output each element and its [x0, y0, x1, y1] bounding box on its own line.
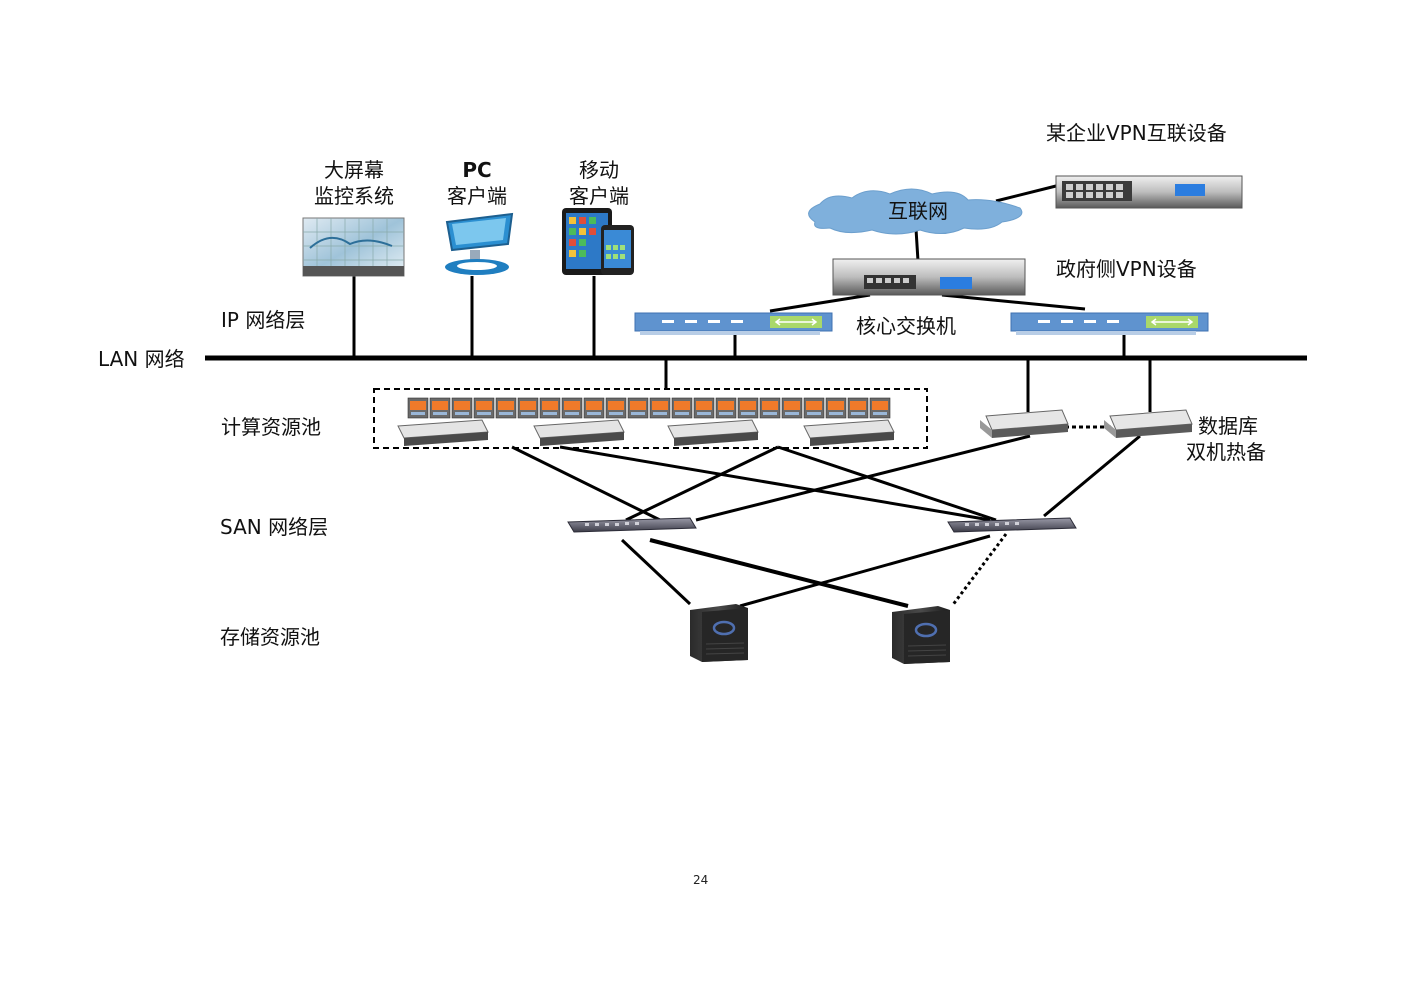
- link-compute-san1-a: [511, 445, 661, 522]
- rack-server-unit: [667, 419, 759, 446]
- blade-unit: [539, 397, 561, 419]
- connection-lines: [205, 184, 1307, 608]
- vpn-appliance-icon: [832, 258, 1026, 296]
- rack-server-icon: [980, 409, 1069, 438]
- link-compute-san1-b: [625, 445, 779, 522]
- storage-pool-label: 存储资源池: [220, 625, 320, 649]
- blade-unit: [561, 397, 583, 419]
- link-internet-govvpn: [914, 228, 920, 262]
- blade-unit: [715, 397, 737, 419]
- blade-unit: [407, 397, 429, 419]
- blade-unit: [429, 397, 451, 419]
- san-layer-label: SAN 网络层: [220, 515, 329, 539]
- storage-array-icon: [690, 604, 748, 662]
- blade-unit: [517, 397, 539, 419]
- core-switch-icon: [634, 312, 833, 335]
- link-db2-san2: [1043, 434, 1141, 518]
- compute-pool-label: 计算资源池: [221, 415, 321, 439]
- blade-unit: [451, 397, 473, 419]
- tablet-phone-icon: [562, 208, 634, 275]
- link-san1-storage1: [620, 538, 692, 606]
- compute-pool-frame: [373, 388, 928, 449]
- pc-label-line1: PC: [462, 158, 492, 182]
- internet-cloud-icon: [808, 188, 1023, 235]
- blade-unit: [759, 397, 781, 419]
- blade-unit: [803, 397, 825, 419]
- blade-unit: [781, 397, 803, 419]
- rack-server-unit: [803, 419, 895, 446]
- rack-server-icon: [397, 419, 895, 446]
- blade-server-icon: [407, 397, 891, 419]
- link-san1-storage2: [649, 538, 909, 608]
- san-switch-icon: [947, 517, 1077, 533]
- link-db1-san1: [695, 434, 1031, 522]
- internet-label: 互联网: [888, 199, 948, 223]
- page-number: 24: [693, 873, 709, 887]
- big-screen-label-line1: 大屏幕: [324, 158, 384, 182]
- blade-unit: [495, 397, 517, 419]
- rack-server-icon: [1104, 409, 1193, 438]
- blade-unit: [583, 397, 605, 419]
- video-wall-icon: [302, 217, 405, 277]
- link-compute-san2-a: [559, 445, 991, 522]
- link-govvpn-core1: [769, 293, 871, 313]
- link-san2-storage1: [739, 534, 991, 608]
- lan-label: LAN 网络: [98, 347, 185, 371]
- storage-array-icon: [892, 606, 950, 664]
- mobile-label-line2: 客户端: [569, 184, 629, 208]
- gov-vpn-label: 政府侧VPN设备: [1056, 257, 1197, 281]
- big-screen-label-line2: 监控系统: [314, 184, 394, 208]
- db-label-line2: 双机热备: [1186, 440, 1266, 464]
- enterprise-vpn-label: 某企业VPN互联设备: [1046, 121, 1227, 145]
- mobile-label-line1: 移动: [579, 158, 619, 182]
- core-switch-icon: [1010, 312, 1209, 335]
- core-switch-label: 核心交换机: [856, 314, 956, 338]
- rack-server-unit: [533, 419, 625, 446]
- blade-unit: [693, 397, 715, 419]
- blade-unit: [825, 397, 847, 419]
- blade-unit: [605, 397, 627, 419]
- blade-unit: [473, 397, 495, 419]
- san-switch-icon: [567, 517, 697, 533]
- blade-unit: [847, 397, 869, 419]
- ip-layer-label: IP 网络层: [221, 308, 306, 332]
- vpn-appliance-icon: [1055, 175, 1243, 209]
- link-compute-san2-b: [777, 445, 997, 522]
- blade-unit: [869, 397, 891, 419]
- blade-unit: [671, 397, 693, 419]
- link-govvpn-core2: [941, 293, 1086, 311]
- link-internet-entvpn: [995, 184, 1057, 203]
- rack-server-unit: [397, 419, 489, 446]
- pc-label-line2: 客户端: [447, 184, 507, 208]
- desktop-pc-icon: [445, 212, 514, 275]
- link-san2-storage2: [950, 533, 1008, 607]
- blade-unit: [737, 397, 759, 419]
- blade-unit: [649, 397, 671, 419]
- db-label-line1: 数据库: [1198, 414, 1258, 438]
- blade-unit: [627, 397, 649, 419]
